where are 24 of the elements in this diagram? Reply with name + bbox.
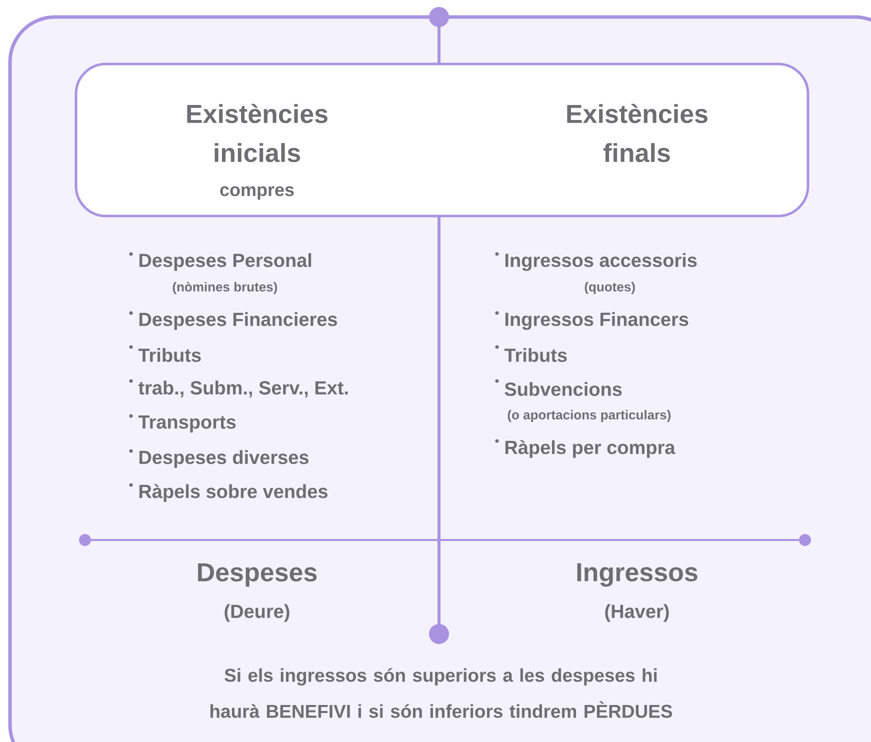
list-item: Tributs (495, 345, 567, 362)
note-text: (quotes) (584, 282, 635, 294)
list-item: Tributs (129, 345, 201, 362)
column-heading: Despeses (198, 563, 317, 587)
list-item: Despeses diverses (129, 449, 308, 468)
list-item: Subvencions (495, 379, 622, 396)
heading: Existències finals (567, 104, 708, 162)
note-text: (o aportacions particulars) (508, 410, 671, 422)
list-item: Ingressos Financers (495, 311, 688, 330)
list-item: trab., Subm., Serv., Ext. (129, 379, 348, 398)
column-heading: Ingressos (577, 563, 698, 587)
list-item: Despeses Personal (129, 252, 312, 271)
list-item: Transports (129, 414, 236, 432)
list-item: Ràpels per compra (495, 439, 676, 458)
subheading: compres (220, 186, 294, 200)
list-item: Ingressos accessoris (495, 252, 697, 271)
column-subheading: (Deure) (224, 604, 290, 622)
note-text: (nòmines brutes) (172, 282, 277, 294)
stock-box (74, 62, 810, 218)
footer-text: Si els ingressos són superiors a les despeses hi haurà BENEFIVI i si són inferiors tindrem PÈRDUES (210, 668, 672, 718)
heading: Existències inicials (187, 104, 328, 162)
list-item: Ràpels sobre vendes (129, 483, 328, 502)
column-subheading: (Haver) (605, 604, 669, 622)
list-item: Despeses Financieres (129, 311, 337, 330)
